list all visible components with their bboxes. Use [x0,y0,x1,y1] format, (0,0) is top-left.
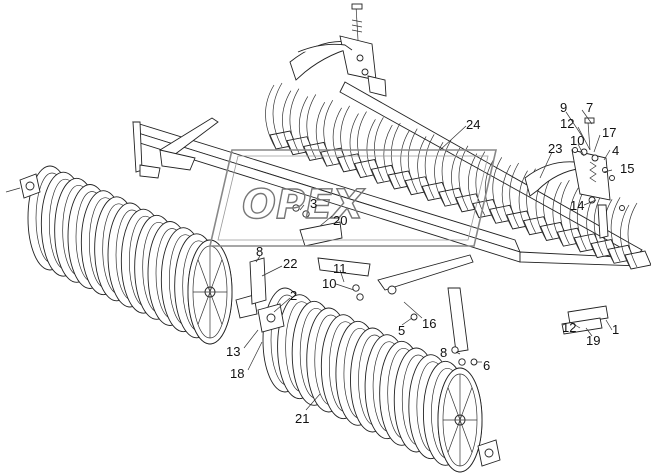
label-21: 21 [295,411,309,426]
rake-tine [620,202,651,270]
label-7: 7 [586,100,593,115]
label-11: 11 [333,261,347,276]
label-12-lower: 12 [562,320,576,335]
label-4: 4 [612,143,619,158]
rake-tine [265,82,297,150]
label-12: 12 [560,116,574,131]
roller-end-wheel [437,367,483,473]
leader-lines [243,109,613,411]
label-10: 10 [570,133,584,148]
bearing-parts [5,148,609,467]
label-18: 18 [230,366,244,381]
label-14: 14 [570,198,584,213]
label-23: 23 [548,141,562,156]
label-22: 22 [283,256,297,271]
roller-upper [27,165,233,345]
label-6: 6 [483,358,490,373]
label-2: 2 [290,288,297,303]
callout-labels: 7 9 12 10 17 23 4 15 14 24 3 20 8 22 11 … [226,100,634,426]
roller-lower [262,287,483,473]
roller-end-wheel [187,239,233,345]
label-5: 5 [398,323,405,338]
label-9: 9 [560,100,567,115]
label-15: 15 [620,161,634,176]
label-1: 1 [612,322,619,337]
label-19: 19 [586,333,600,348]
top-hitch-bracket [289,3,387,97]
label-20: 20 [333,213,347,228]
label-8-lower: 8 [440,345,447,360]
label-3: 3 [310,196,317,211]
label-24: 24 [466,117,480,132]
right-hitch-bracket [524,117,625,239]
label-13: 13 [226,344,240,359]
label-17: 17 [602,125,616,140]
label-16: 16 [422,316,436,331]
label-10-lower: 10 [322,276,336,291]
label-8-upper: 8 [256,244,263,259]
